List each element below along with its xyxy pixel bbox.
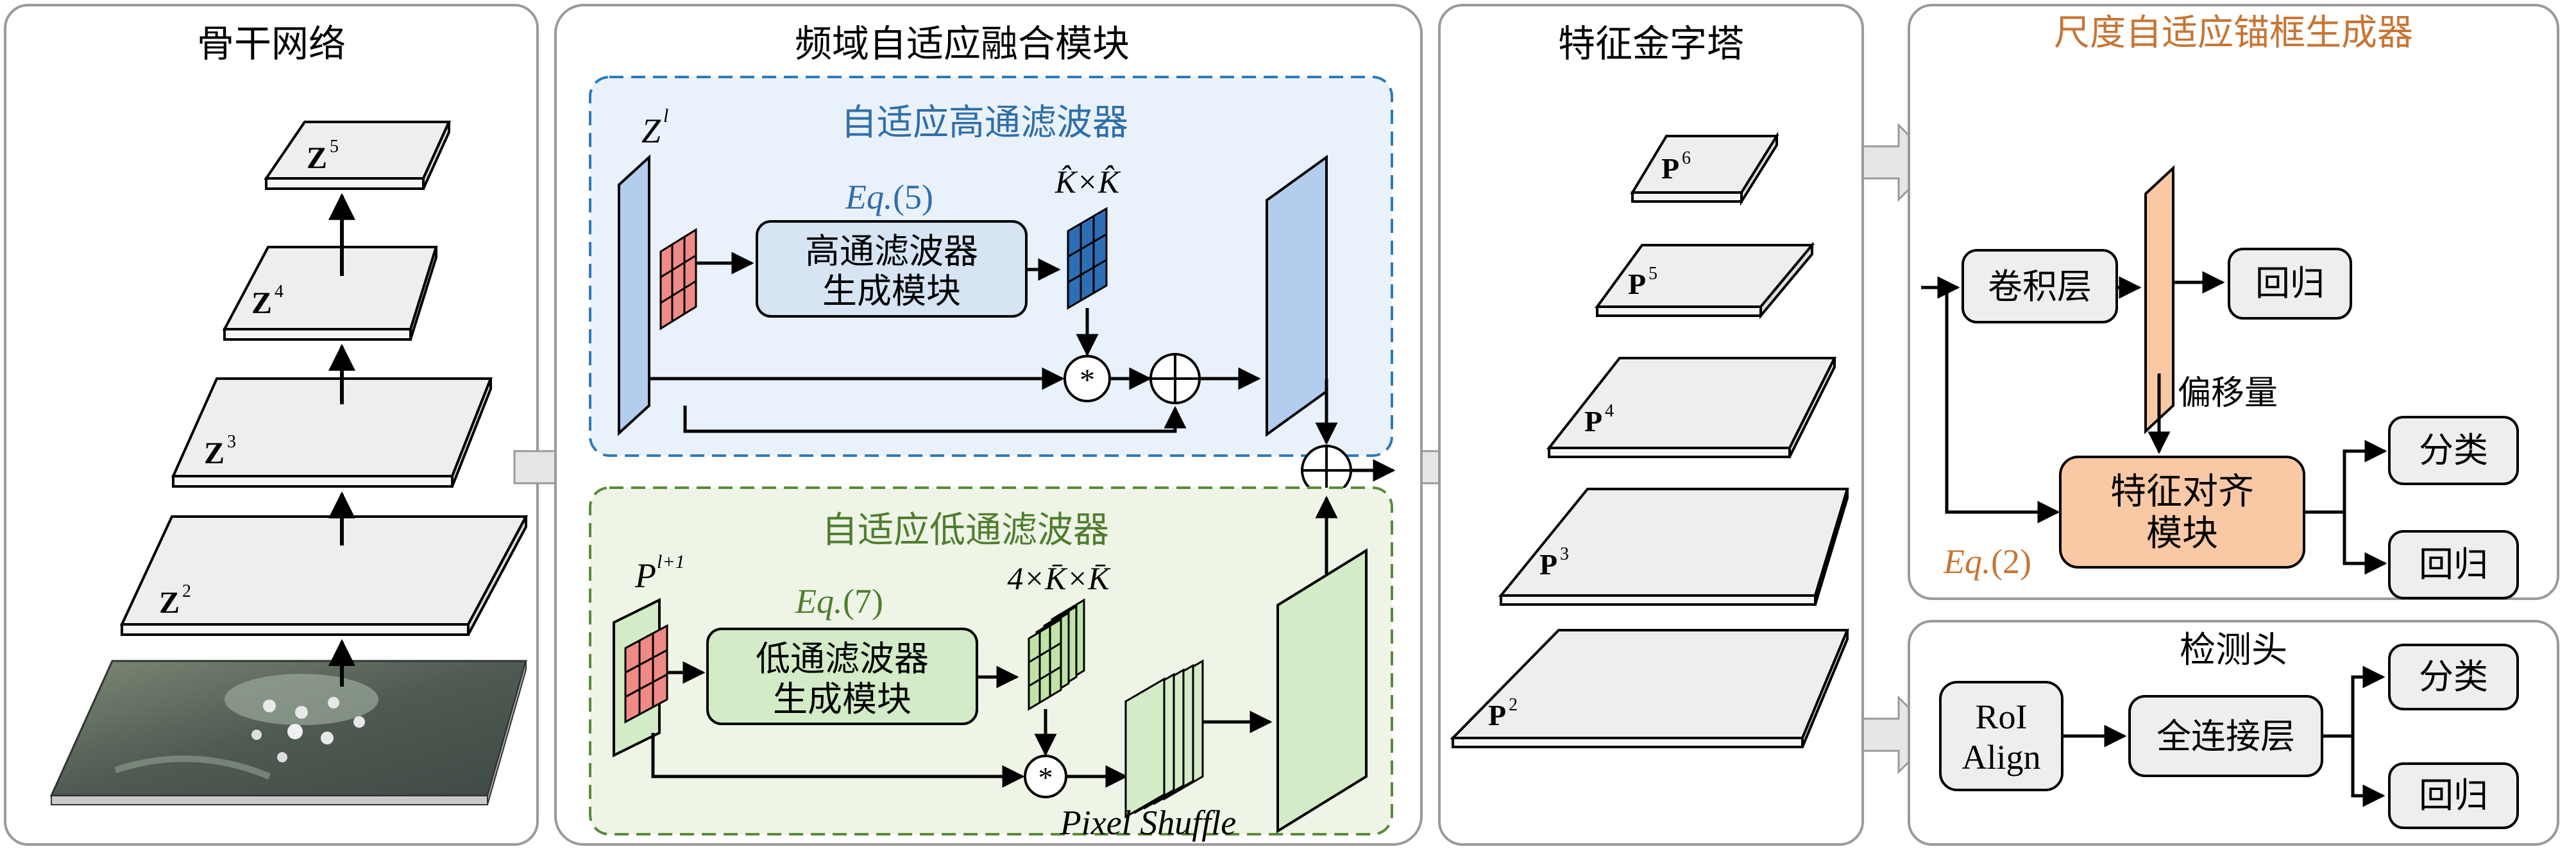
low-pass-input-sup: l+1 [657,551,685,572]
anchor-classification-label: 分类 [2419,430,2488,470]
high-pass-blue-kernel [1067,207,1108,310]
anchor-regression-box [2228,248,2352,320]
anchor-title: 尺度自适应锚框生成器 [2054,12,2413,54]
high-pass-conv-symbol: * [1080,363,1095,397]
backbone-z2-sup: 2 [182,581,191,601]
anchor-regression2-label: 回归 [2419,544,2488,585]
head-classification-label: 分类 [2419,656,2488,697]
arrow-input-to-lp-conv [651,733,1025,788]
backbone-plate-z3: Z 3 [171,377,493,488]
high-pass-eq-prefix: Eq. [845,178,893,216]
high-pass-eq-number: (5) [893,178,933,216]
low-pass-green-kernels [1028,598,1085,711]
backbone-plate-z4: Z 4 [222,246,438,341]
roi-align-line2: Align [1962,738,2040,776]
pyramid-title: 特征金字塔 [1558,22,1744,65]
head-regression-label: 回归 [2419,775,2488,816]
pyramid-plate-p6: P 6 [1630,132,1779,206]
pyramid-p3-sup: 3 [1560,544,1569,564]
high-pass-generator-line1: 高通滤波器 [805,231,978,271]
offset-label: 偏移量 [2178,374,2278,413]
roi-align-line1: RoI [1976,698,2028,736]
head-panel: 检测头 RoI Align 全连接层 分类 回归 [1908,620,2559,846]
fc-layer-label: 全连接层 [2157,716,2295,757]
high-pass-input-base: Z [641,112,661,150]
backbone-z2-base: Z [159,586,180,620]
pyramid-plate-p5: P 5 [1595,241,1815,320]
fusion-title: 频域自适应融合模块 [795,22,1130,65]
pyramid-p5-base: P [1628,268,1646,300]
backbone-z4-base: Z [251,286,272,320]
pyramid-p2-base: P [1488,699,1506,732]
pyramid-plate-p2: P 2 [1450,629,1849,748]
high-pass-input-sup: l [663,105,668,126]
low-pass-generator-line2: 生成模块 [773,679,911,719]
high-pass-output-map [1266,155,1328,437]
high-pass-title: 自适应高通滤波器 [841,102,1128,144]
backbone-z3-sup: 3 [227,432,236,452]
anchor-feature-map [2144,165,2174,434]
low-pass-output-map [1276,548,1368,834]
anchor-panel: 尺度自适应锚框生成器 卷积层 回归 偏移量 特征对齐 模块 Eq. (2) 分类… [1908,4,2559,600]
pixel-shuffle-label: Pixel Shuffle [1060,803,1236,842]
arrow-fc-to-classification [2322,665,2385,738]
arrow-fc-to-regression [2351,736,2385,807]
backbone-plate-z5: Z 5 [264,121,452,190]
backbone-z5-sup: 5 [330,137,339,157]
backbone-title: 骨干网络 [197,22,346,65]
backbone-z5-base: Z [307,141,327,175]
pixel-shuffle-stack [1124,659,1204,819]
low-pass-eq-number: (7) [843,582,883,621]
head-classification-box [2388,644,2519,710]
feature-align-line2: 模块 [2146,513,2218,554]
head-regression-box [2388,762,2519,829]
pyramid-p2-sup: 2 [1509,695,1518,715]
anchor-eq-prefix: Eq. [1943,542,1991,581]
high-pass-residual-line [683,406,1187,433]
arrow-align-to-regression [2343,512,2387,575]
head-title: 检测头 [2180,630,2287,671]
pyramid-panel: 特征金字塔 P 6 P 5 P 4 P 3 [1438,4,1864,846]
anchor-classification-box [2388,416,2519,485]
backbone-z4-sup: 4 [275,282,284,302]
low-pass-red-kernel [624,624,668,724]
pyramid-p6-base: P [1661,152,1679,185]
low-pass-eq-prefix: Eq. [795,582,843,621]
pyramid-p6-sup: 6 [1682,148,1691,168]
low-pass-kernel-label: 4×K̄×K̄ [1007,560,1111,596]
fusion-panel: 频域自适应融合模块 自适应高通滤波器 Z l 高通滤波器 生成模块 Eq. (5… [554,4,1423,846]
anchor-input-line [1921,286,2060,524]
pyramid-plate-p4: P 4 [1546,357,1837,458]
feature-align-line1: 特征对齐 [2110,471,2254,513]
backbone-plate-z2: Z 2 [119,515,529,636]
low-pass-title: 自适应低通滤波器 [822,510,1109,551]
backbone-z3-base: Z [204,436,225,470]
pyramid-p3-base: P [1539,548,1557,581]
low-pass-conv-symbol: * [1038,761,1053,794]
pyramid-p5-sup: 5 [1648,264,1657,284]
low-pass-input-base: P [634,556,656,595]
low-pass-generator-line1: 低通滤波器 [756,639,929,679]
pyramid-plate-p3: P 3 [1498,488,1849,606]
high-pass-red-kernel [659,228,697,330]
pyramid-p4-sup: 4 [1605,401,1614,421]
high-pass-kernel-label: K̂×K̂ [1055,164,1121,200]
conv-layer-label: 卷积层 [1988,266,2092,307]
arrow-align-to-classification [2304,440,2387,514]
anchor-eq-number: (2) [1991,542,2031,581]
pyramid-p4-base: P [1584,405,1602,438]
satellite-image [49,660,527,805]
high-pass-generator-line2: 生成模块 [822,271,961,311]
high-pass-input-map [618,154,650,436]
anchor-regression2-box [2388,530,2519,599]
anchor-regression-label: 回归 [2255,263,2325,304]
backbone-panel: 骨干网络 Z 2 Z [4,4,539,846]
